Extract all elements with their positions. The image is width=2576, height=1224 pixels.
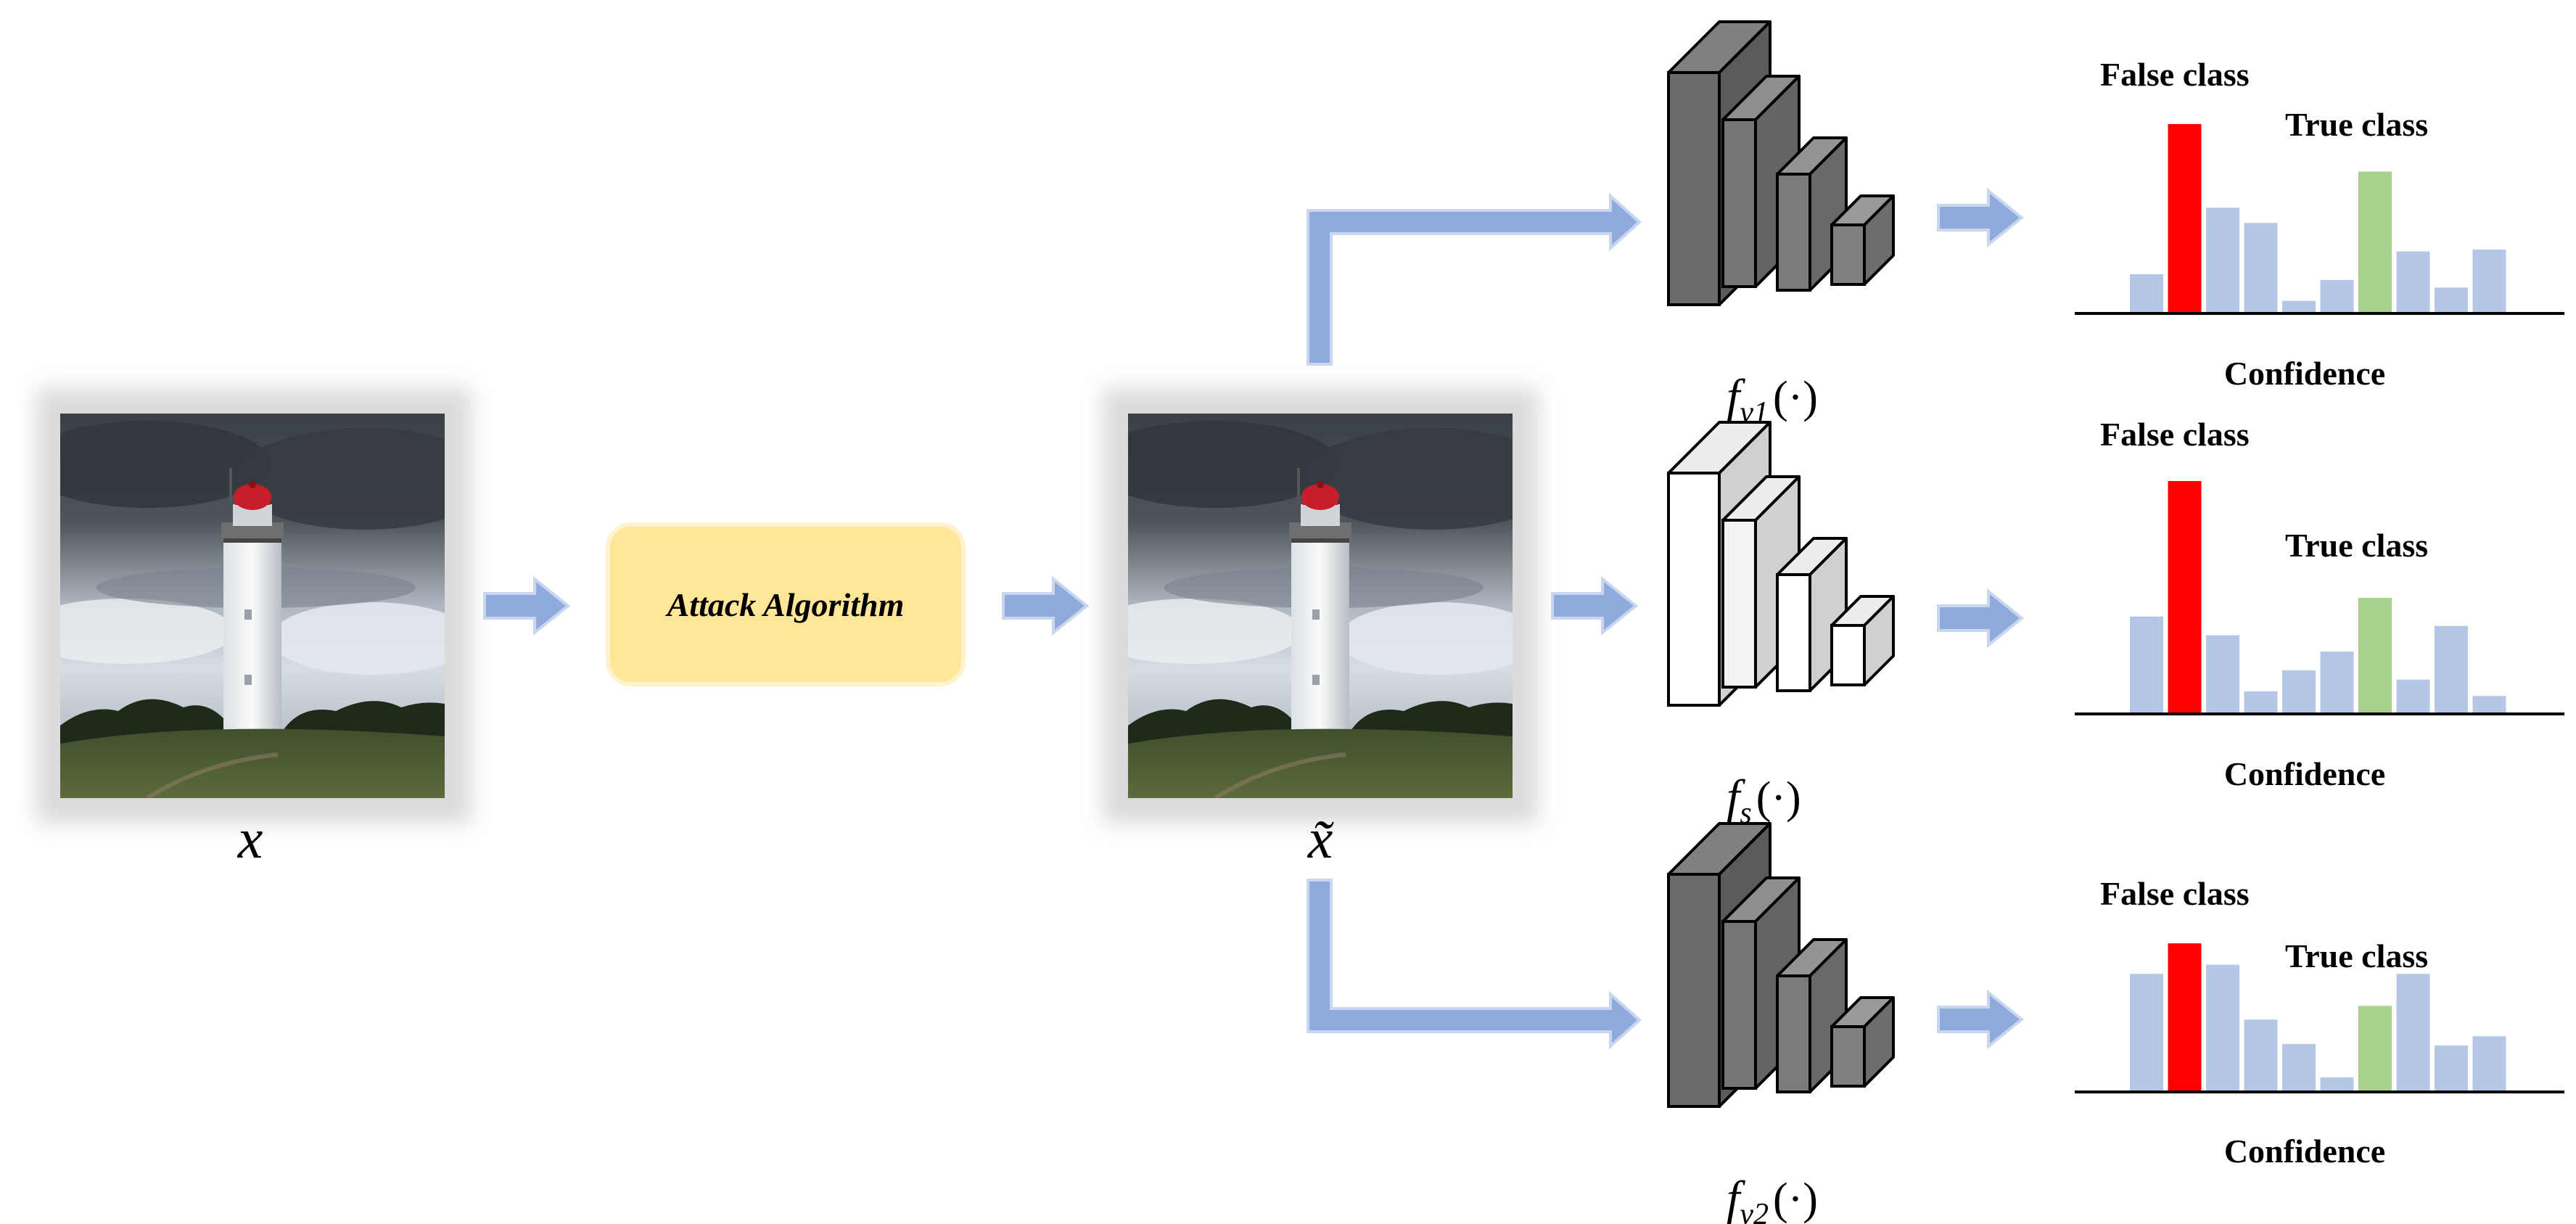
chart-xlabel: Confidence xyxy=(2224,355,2385,392)
chart-xlabel: Confidence xyxy=(2224,755,2385,792)
true-class-label: True class xyxy=(2285,527,2428,564)
model-v2: fv2(·) xyxy=(1667,822,2025,1224)
true-class-label: True class xyxy=(2285,937,2428,974)
input-image-group: x xyxy=(17,388,495,870)
class-bar xyxy=(2205,206,2241,314)
class-bar xyxy=(2205,633,2241,715)
attack-algorithm-box: Attack Algorithm xyxy=(606,522,966,686)
class-bar xyxy=(2242,1018,2279,1093)
arrow-to-model-v1 xyxy=(1306,192,1642,366)
adversarial-image-group: x̃ xyxy=(1085,388,1563,870)
model-s-layer-block xyxy=(1830,595,1895,686)
input-image-label: x xyxy=(237,807,263,870)
true-class-bar xyxy=(2357,596,2393,715)
model-v1-label: fv1(·) xyxy=(1727,370,1818,430)
arrow-to-chart-s xyxy=(1937,588,2025,649)
class-bar xyxy=(2433,286,2469,315)
class-bar xyxy=(2318,278,2355,314)
adversarial-image-label: x̃ xyxy=(1307,807,1334,870)
class-bar xyxy=(2281,1042,2317,1093)
chart-xlabel: Confidence xyxy=(2224,1133,2385,1170)
class-bar xyxy=(2395,250,2432,315)
model-s: fs(·) xyxy=(1667,421,2025,830)
class-bar xyxy=(2128,615,2165,715)
false-class-label: False class xyxy=(2100,56,2250,93)
class-bar xyxy=(2471,694,2508,715)
model-v1-layer-block xyxy=(1830,194,1895,286)
class-bar xyxy=(2281,299,2317,315)
class-bar xyxy=(2471,1035,2508,1093)
arrow-to-chart-v2 xyxy=(1937,989,2025,1050)
false-class-bar xyxy=(2166,480,2203,715)
true-class-label: True class xyxy=(2285,106,2428,143)
class-bar xyxy=(2395,972,2432,1093)
class-bar xyxy=(2433,1043,2469,1093)
input-image xyxy=(17,414,495,798)
arrow-to-attack xyxy=(483,575,571,636)
model-s-label: fs(·) xyxy=(1727,771,1801,830)
model-v2-layer-block xyxy=(1830,996,1895,1088)
class-bar xyxy=(2205,963,2241,1093)
models-layer: fv1(·) fs(·) fv2(·) xyxy=(1667,20,2025,1224)
class-bar xyxy=(2281,668,2317,715)
false-class-bar xyxy=(2166,942,2203,1093)
class-bar xyxy=(2318,650,2355,715)
class-bar xyxy=(2242,689,2279,715)
arrow-to-model-v2 xyxy=(1306,879,1642,1050)
model-v1: fv1(·) xyxy=(1667,20,2025,430)
false-class-bar xyxy=(2166,123,2203,314)
arrow-to-adversarial xyxy=(1002,575,1090,636)
false-class-label: False class xyxy=(2100,875,2250,912)
adversarial-image xyxy=(1085,414,1563,798)
true-class-bar xyxy=(2357,170,2393,314)
class-bar xyxy=(2433,624,2469,715)
attack-algorithm-label: Attack Algorithm xyxy=(665,586,905,623)
arrow-to-chart-v1 xyxy=(1937,187,2025,248)
class-bar xyxy=(2395,678,2432,715)
class-bar xyxy=(2128,272,2165,315)
class-bar xyxy=(2318,1076,2355,1093)
model-v2-label: fv2(·) xyxy=(1727,1172,1818,1224)
class-bar xyxy=(2471,247,2508,315)
class-bar xyxy=(2242,221,2279,314)
arrow-to-model-s xyxy=(1551,575,1639,636)
false-class-label: False class xyxy=(2100,416,2250,453)
true-class-bar xyxy=(2357,1004,2393,1093)
class-bar xyxy=(2128,972,2165,1093)
